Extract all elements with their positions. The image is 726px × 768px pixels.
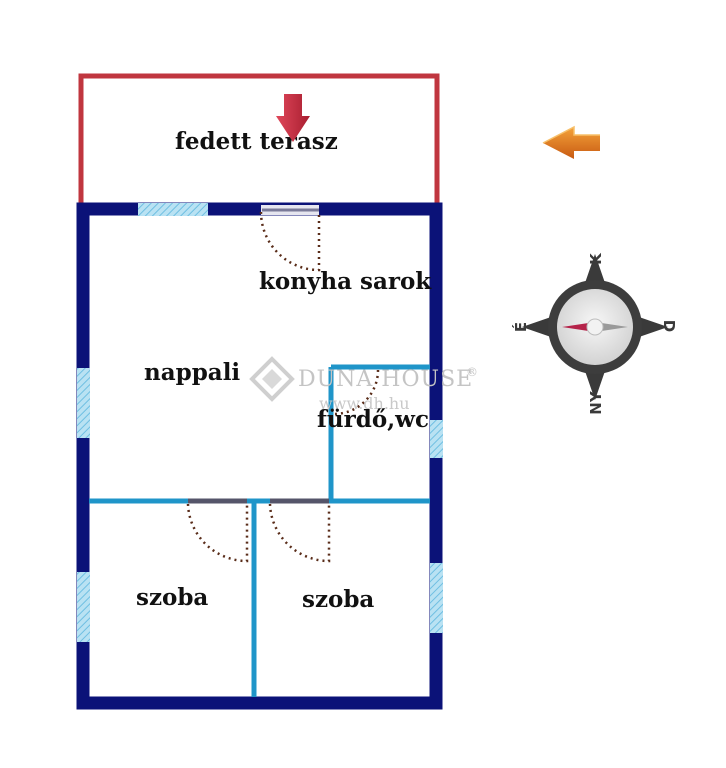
entry-arrow-icon	[276, 94, 310, 142]
interior-walls	[89, 364, 430, 697]
watermark-brand: DUNA HOUSE	[298, 367, 473, 392]
bedroom2-door-arc	[268, 503, 331, 563]
terrace-outline	[78, 73, 440, 204]
room-label-room1: szoba	[136, 584, 208, 611]
sun-arrow-icon	[542, 125, 600, 159]
room-label-terrace: fedett terasz	[175, 128, 338, 155]
compass-label-north: K	[587, 252, 605, 265]
compass-label-south: NY	[587, 390, 605, 415]
window-top	[138, 203, 208, 216]
window-right-bath	[430, 420, 443, 458]
bath-door-arc	[333, 369, 380, 416]
entrance-door-arc	[259, 211, 321, 272]
watermark-logo-icon	[249, 356, 295, 402]
window-right-lower	[430, 563, 443, 633]
room-label-living: nappali	[144, 359, 240, 386]
watermark-registered: ®	[466, 365, 478, 379]
watermark-url: www.dh.hu	[319, 394, 410, 413]
compass-label-west: É	[511, 322, 530, 332]
window-left-upper	[77, 368, 90, 438]
room-label-kitchen: konyha sarok	[259, 268, 432, 295]
window-left-lower	[77, 572, 90, 642]
compass-icon	[522, 254, 668, 400]
bedroom1-door-arc	[186, 503, 249, 563]
compass-label-east: D	[660, 320, 678, 332]
room-label-room2: szoba	[302, 586, 374, 613]
room-label-bath: fürdő,wc	[317, 406, 429, 433]
watermark: DUNA HOUSE ® www.dh.hu	[249, 356, 478, 413]
